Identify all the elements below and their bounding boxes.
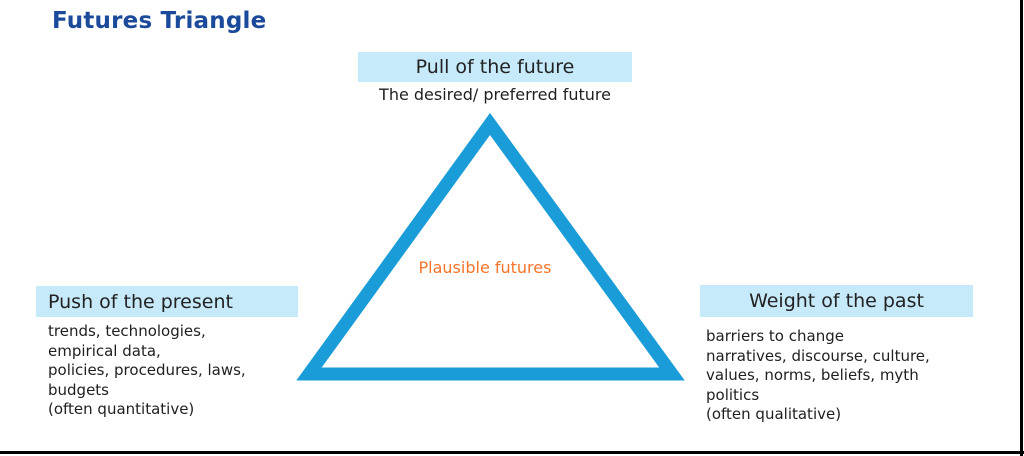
frame-bottom-border (0, 451, 1024, 454)
description-line: policies, procedures, laws, (48, 361, 246, 379)
pull-of-future-text: Pull of the future (415, 56, 575, 78)
triangle-shape (296, 112, 685, 381)
description-line: budgets (48, 380, 109, 399)
description-line: (often quantitative) (48, 400, 195, 418)
weight-of-past-description: barriers to change narratives, discourse… (706, 327, 1006, 425)
description-line: narratives, discourse, culture, (706, 346, 930, 365)
triangle-outline (296, 112, 685, 381)
description-line: trends, technologies, (48, 322, 206, 340)
description-line: barriers to change (706, 327, 844, 345)
frame-right-border (1020, 0, 1023, 456)
description-line: (often qualitative) (706, 405, 842, 423)
pull-of-future-subtitle: The desired/ preferred future (379, 85, 611, 104)
description-line: empirical data, (48, 341, 161, 360)
push-of-present-text: Push of the present (48, 290, 233, 313)
weight-of-past-label: Weight of the past (700, 285, 973, 317)
plausible-futures-label: Plausible futures (418, 258, 552, 277)
push-of-present-label: Push of the present (36, 286, 298, 317)
description-line: politics (706, 385, 760, 404)
page-title: Futures Triangle (52, 8, 267, 34)
pull-of-future-label: Pull of the future (358, 52, 632, 82)
description-line: values, norms, beliefs, myth (706, 366, 919, 384)
weight-of-past-text: Weight of the past (749, 290, 924, 312)
push-of-present-description: trends, technologies, empirical data, po… (48, 322, 308, 420)
